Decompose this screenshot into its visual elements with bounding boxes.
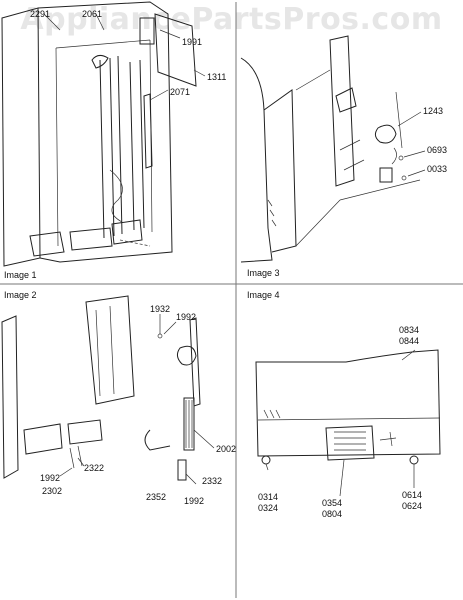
side-wall [263,89,297,253]
callout-0844: 0844 [399,336,419,346]
drain-tube-2002 [183,397,195,451]
callout-1991: 1991 [182,37,202,47]
callout-0354: 0354 [322,498,342,508]
screw-0693 [398,155,404,161]
drain-tube-stripes [185,400,193,448]
screw-0033 [401,175,407,181]
cabinet-curve-left [240,57,273,263]
back-wall-lines [295,69,421,247]
mount-tabs [339,139,365,171]
caption-image-1: Image 1 [4,270,37,280]
leader-1243 [397,111,422,127]
leader-1991 [159,29,181,39]
callout-2071: 2071 [170,87,190,97]
caption-image-2: Image 2 [4,290,37,300]
valve-assembly [111,219,143,245]
callout-0614: 0614 [402,490,422,500]
leader-0033 [407,169,426,177]
leader-1992-left [59,467,73,477]
leader-2002 [193,429,215,449]
watermark: AppliancePartsPros.com [20,2,443,37]
bracket-2071 [143,93,153,169]
callout-0624: 0624 [402,501,422,511]
leader-2071 [149,89,169,101]
leader-2332 [185,473,197,485]
callout-0324: 0324 [258,503,278,513]
tube-bundle [99,55,123,239]
grille-slots [267,199,277,227]
callout-1992-left: 1992 [40,473,60,483]
leader-2291 [43,13,61,31]
caption-image-3: Image 3 [247,268,280,278]
callout-0693: 0693 [427,145,447,155]
callout-2061: 2061 [82,9,102,19]
leader-0693 [403,150,426,158]
condenser-grille-0354 [325,425,375,461]
image-1-drawing [1,1,206,267]
harness-rail [189,317,201,407]
callout-0314: 0314 [258,492,278,502]
leader-0834 [401,349,416,361]
image-3-drawing [240,35,426,263]
callout-0834: 0834 [399,325,419,335]
base-compartment [23,419,103,455]
callout-2322: 2322 [84,463,104,473]
leader-0354 [339,459,345,497]
image-2-drawing [1,295,215,485]
leader-2061 [95,13,105,31]
cabinet-lower-body [255,349,441,457]
water-line-2352 [144,429,171,451]
clamp-2332 [177,459,187,481]
caption-image-4: Image 4 [247,290,280,300]
cabinet-side-panel [1,7,41,267]
panel-1311 [154,13,197,87]
rear-duct [85,295,135,405]
base-compartment [29,227,113,257]
image-4-drawing [255,349,441,497]
valve-fittings [69,445,83,469]
callout-1932: 1932 [150,304,170,314]
callout-1992-top: 1992 [176,312,196,322]
cover-plate-1991 [139,17,155,45]
grille-slats [334,431,366,451]
callout-2352: 2352 [146,492,166,502]
callout-2302: 2302 [42,486,62,496]
leader-0314 [265,463,269,471]
duct-ribs [95,305,115,397]
base-line [257,417,441,421]
leveling-leg-right [409,455,419,465]
cabinet-left-edge [1,315,19,479]
callout-1992-bottom: 1992 [184,496,204,506]
callout-2332: 2332 [202,476,222,486]
leader-line [119,239,151,247]
wire-1243 [391,91,403,165]
wire-run [109,169,123,223]
side-vents [263,409,281,419]
screw-1932 [157,333,163,339]
callout-0804: 0804 [322,509,342,519]
liner-edge [55,39,153,247]
callout-0033: 0033 [427,164,447,174]
evaporator-channel [129,59,145,231]
leveling-leg-left [261,455,271,465]
cabinet-back-wall [37,1,173,263]
coil-1243 [374,124,397,144]
valve-block-0033 [379,167,393,183]
leader-1311 [193,69,206,77]
callout-2002: 2002 [216,444,236,454]
harness-plug [335,87,357,113]
callout-1311: 1311 [207,72,226,82]
harness-clip-top [91,54,109,69]
leader-2322 [77,457,85,467]
valve-mount [379,431,397,447]
callout-2291: 2291 [30,9,50,19]
coil-assembly [176,345,197,366]
callout-1243: 1243 [423,106,443,116]
leader-1992-top [163,321,177,335]
rear-duct [329,35,355,187]
